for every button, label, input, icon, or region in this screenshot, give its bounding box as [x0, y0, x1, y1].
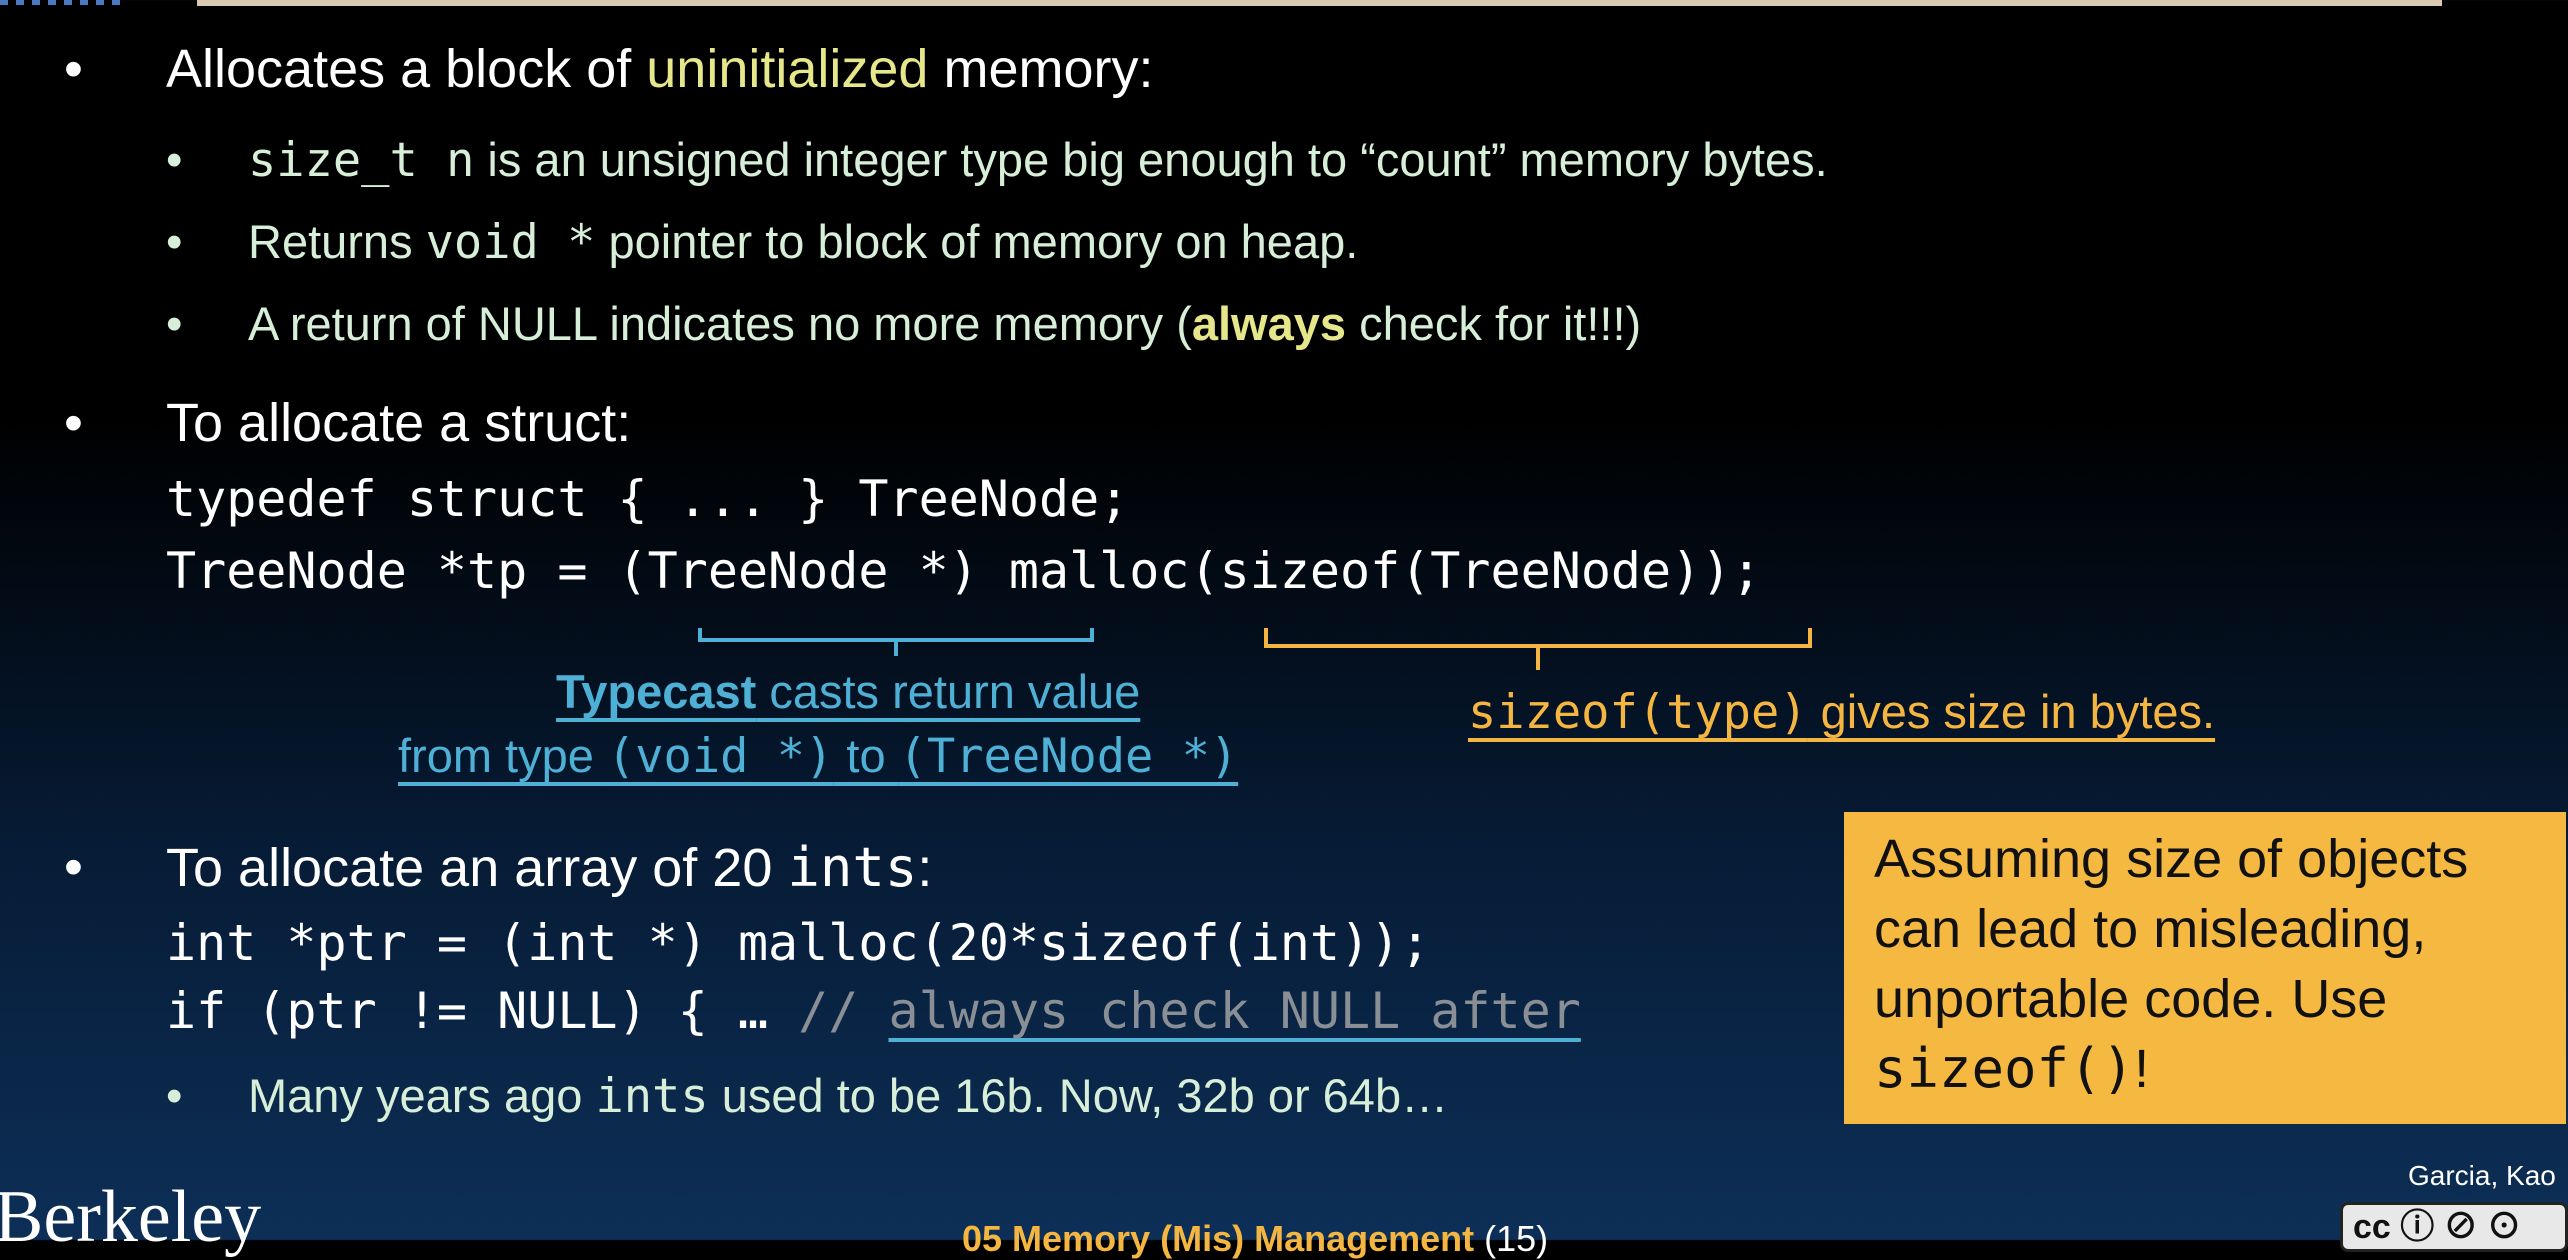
sub-bullet-int-size: Many years ago ints used to be 16b. Now,… [248, 1068, 1448, 1124]
bullet-text-end: : [917, 838, 933, 898]
bullet-text: Allocates a block of [166, 39, 647, 99]
ints-code: ints [595, 1069, 709, 1124]
sub-bullet-dot: • [166, 297, 183, 350]
sub-bullet-text-end: check for it!!!) [1346, 297, 1642, 350]
void-pointer-code: void * [425, 215, 596, 270]
typecast-text: casts return value [756, 665, 1141, 718]
always-emphasis: always [1191, 297, 1347, 350]
bullet-dot: • [64, 393, 83, 453]
typecast-line1: Typecast casts return value [556, 664, 1140, 719]
sub-bullet-null: A return of NULL indicates no more memor… [248, 296, 1641, 351]
berkeley-logo: Berkeley [0, 1176, 262, 1258]
sizeof-note: sizeof(type) gives size in bytes. [1468, 684, 2215, 740]
typecast-text: from type [398, 729, 607, 782]
void-cast-code: (void *) [606, 729, 834, 784]
sub-bullet-text: is an unsigned integer type big enough t… [474, 133, 1828, 186]
cc-license-icon: cc ⓘ ⊘ ⊙ [2340, 1202, 2568, 1252]
sub-bullet-text: Many years ago [248, 1069, 596, 1122]
bullet-struct: To allocate a struct: [166, 393, 632, 453]
callout-line: unportable code. Use [1874, 969, 2388, 1029]
sub-bullet-dot: • [166, 1069, 183, 1122]
sizeof-text: gives size in bytes. [1807, 685, 2216, 738]
top-divider [197, 0, 2442, 6]
typecast-bold: Typecast [556, 665, 757, 718]
sizeof-code: sizeof() [1874, 1037, 2135, 1100]
bullet-text: To allocate an array of 20 [166, 838, 788, 898]
sub-bullet-text: A return of NULL indicates no more memor… [248, 297, 1192, 350]
sub-bullet-dot: • [166, 215, 183, 268]
code-malloc-treenode: TreeNode *tp = (TreeNode *) malloc(sizeo… [166, 542, 1762, 600]
code-typedef: typedef struct { ... } TreeNode; [166, 470, 1130, 528]
sizeof-bracket [1264, 628, 1812, 670]
code-malloc-int: int *ptr = (int *) malloc(20*sizeof(int)… [166, 914, 1431, 972]
sub-bullet-size-t: size_t n is an unsigned integer type big… [248, 132, 1828, 188]
code-null-check: if (ptr != NULL) { … // always check NUL… [166, 982, 1581, 1040]
sub-bullet-returns: Returns void * pointer to block of memor… [248, 214, 1358, 270]
ints-code: ints [787, 836, 918, 899]
callout-line: sizeof()! [1874, 1034, 2536, 1104]
sub-bullet-text-end: pointer to block of memory on heap. [595, 215, 1359, 268]
decorative-dots [0, 0, 120, 5]
sub-bullet-text-end: used to be 16b. Now, 32b or 64b… [708, 1069, 1449, 1122]
code-comment: always check NULL after [888, 982, 1581, 1040]
typecast-bracket [698, 628, 1094, 656]
lecture-footer: 05 Memory (Mis) Management (15) [962, 1218, 1548, 1260]
treenode-cast-code: (TreeNode *) [898, 729, 1239, 784]
uninitialized-highlight: uninitialized [646, 39, 929, 99]
typecast-line2: from type (void *) to (TreeNode *) [398, 728, 1238, 784]
bullet-allocates: Allocates a block of uninitialized memor… [166, 38, 1153, 100]
code-comment-slashes: // [798, 982, 889, 1040]
sub-bullet-dot: • [166, 133, 183, 186]
lecture-title: 05 Memory (Mis) Management [962, 1218, 1475, 1259]
size-t-code: size_t n [248, 133, 475, 188]
page-number: (15) [1474, 1218, 1549, 1259]
callout-box: Assuming size of objects can lead to mis… [1844, 812, 2566, 1124]
callout-exclaim: ! [2134, 1039, 2150, 1099]
typecast-text: to [833, 729, 899, 782]
authors: Garcia, Kao [2408, 1160, 2556, 1191]
code-if: if (ptr != NULL) { … [166, 982, 799, 1040]
bullet-array: To allocate an array of 20 ints: [166, 836, 932, 899]
sub-bullet-text: Returns [248, 215, 426, 268]
callout-line: Assuming size of objects [1874, 829, 2469, 889]
bullet-text-end: memory: [928, 39, 1154, 99]
callout-line: can lead to misleading, [1874, 899, 2427, 959]
bullet-dot: • [64, 837, 83, 897]
bullet-dot: • [64, 39, 83, 99]
sizeof-code: sizeof(type) [1468, 685, 1808, 740]
